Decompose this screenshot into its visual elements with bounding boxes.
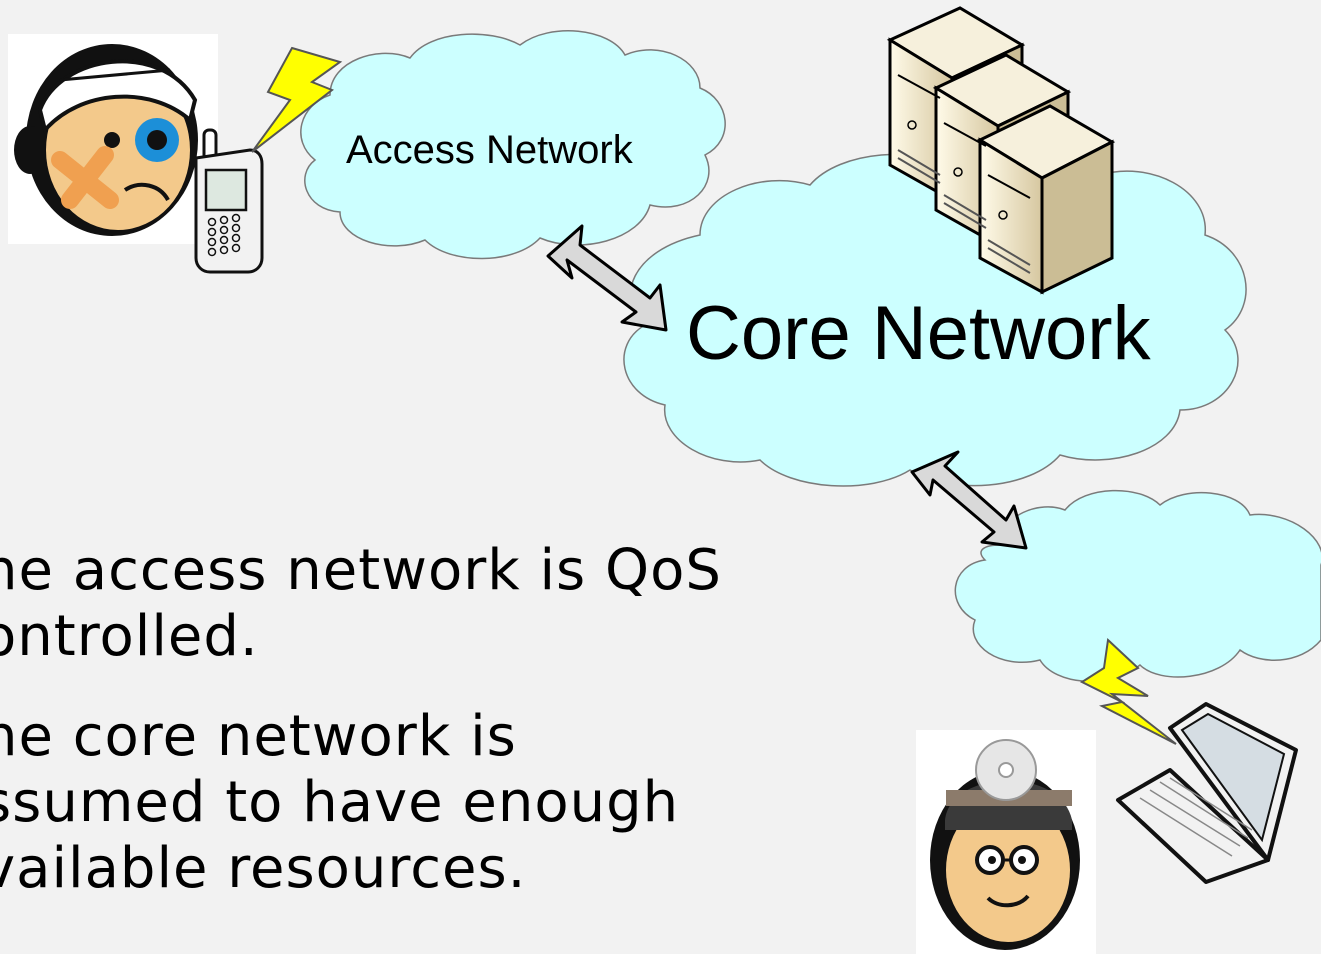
core-network-label: Core Network: [686, 291, 1151, 376]
access-network-cloud: [300, 30, 726, 260]
bullet-line: ssumed to have enough: [0, 770, 680, 835]
patient-icon: [8, 34, 218, 244]
lightning-icon: [251, 46, 343, 153]
bullet-line: he core network is: [0, 704, 517, 769]
lightning-icon: [1079, 637, 1177, 745]
access-network-label: Access Network: [346, 128, 633, 172]
destination-network-cloud: [954, 489, 1321, 683]
server-stack-icon: [886, 6, 1116, 295]
double-arrow-icon: [910, 450, 1028, 550]
bullet-line: he access network is QoS: [0, 538, 722, 603]
laptop-icon: [1116, 702, 1298, 884]
bullet-line: vailable resources.: [0, 836, 527, 901]
double-arrow-icon: [546, 224, 668, 332]
bullet-access-qos: he access network is QoS ontrolled.: [0, 538, 722, 670]
doctor-icon: [916, 730, 1096, 954]
mobile-phone-icon: [194, 128, 264, 274]
bullet-core-resources: he core network is ssumed to have enough…: [0, 704, 679, 902]
bullet-line: ontrolled.: [0, 604, 259, 669]
